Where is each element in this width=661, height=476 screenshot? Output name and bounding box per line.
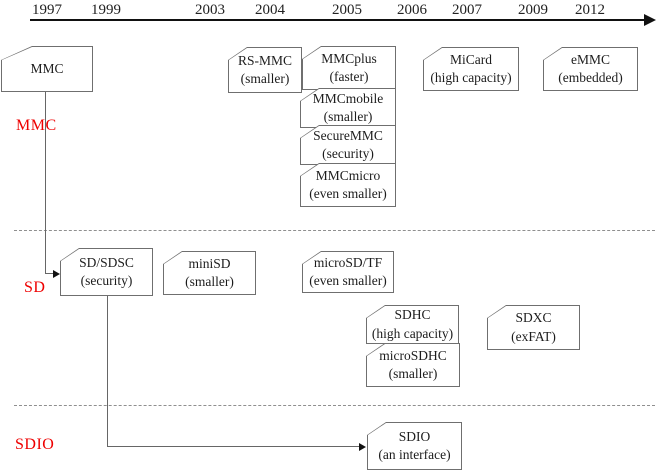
connector-sd-to-sdio-horizontal [107, 446, 360, 447]
node-mmcmobile: MMCmobile (smaller) [300, 88, 396, 128]
year-label-2004: 2004 [255, 2, 285, 18]
node-title: miniSD [188, 255, 231, 271]
node-microsd-tf: microSD/TF (even smaller) [302, 251, 394, 293]
node-title: SDXC [515, 310, 552, 326]
node-mmc: MMC [1, 46, 93, 92]
node-subtitle: (embedded) [558, 70, 623, 85]
section-label-sdio: SDIO [15, 436, 55, 453]
node-title: microSDHC [379, 347, 447, 363]
node-shape-fill [367, 344, 459, 386]
node-title: eMMC [570, 51, 610, 67]
divider-sd-sdio [14, 405, 655, 406]
node-rs-mmc: RS-MMC (smaller) [228, 47, 302, 93]
node-title: SDHC [394, 307, 431, 323]
divider-mmc-sd [14, 230, 655, 231]
node-sdxc: SDXC (exFAT) [487, 305, 580, 350]
section-label-mmc: MMC [16, 117, 57, 134]
node-subtitle: (security) [322, 146, 374, 161]
node-subtitle: (high capacity) [371, 325, 454, 341]
year-label-2007: 2007 [452, 2, 482, 18]
connector-mmc-to-sd-horizontal [45, 273, 55, 274]
node-subtitle: (an interface) [378, 447, 451, 462]
node-title: MMCplus [321, 50, 377, 66]
node-shape-fill [488, 306, 579, 349]
node-shape-fill [368, 423, 461, 469]
year-label-2003: 2003 [195, 2, 225, 18]
node-subtitle: (faster) [329, 69, 369, 84]
node-shape-fill [301, 126, 395, 164]
node-shape-fill [544, 48, 637, 90]
node-shape-fill [301, 164, 395, 206]
node-minisd: miniSD (smaller) [163, 251, 256, 295]
connector-sd-to-sdio-vertical [107, 296, 108, 447]
node-shape-fill [303, 47, 395, 89]
node-shape-fill [61, 249, 152, 295]
node-shape-fill [229, 48, 301, 92]
timeline-arrow-icon [644, 14, 656, 26]
connector-mmc-to-sd-arrow-icon [53, 270, 60, 278]
node-subtitle: (smaller) [185, 274, 234, 289]
node-mmcplus: MMCplus (faster) [302, 46, 396, 90]
node-subtitle: (high capacity) [430, 70, 512, 85]
timeline-axis [30, 19, 646, 21]
node-subtitle: (smaller) [240, 71, 290, 86]
node-title: microSD/TF [313, 254, 383, 270]
node-sdio: SDIO (an interface) [367, 422, 462, 470]
node-title: SD/SDSC [79, 254, 134, 270]
node-emmc: eMMC (embedded) [543, 47, 638, 91]
connector-mmc-to-sd-vertical [45, 92, 46, 274]
node-securemmc: SecureMMC (security) [300, 125, 396, 165]
year-label-2006: 2006 [397, 2, 427, 18]
node-shape-fill [301, 89, 395, 127]
node-micard: MiCard (high capacity) [423, 47, 519, 91]
node-shape-fill [424, 48, 518, 90]
node-shape-fill [303, 252, 393, 292]
connector-sd-to-sdio-arrow-icon [359, 443, 366, 451]
node-microsdhc: microSDHC (smaller) [366, 343, 460, 387]
node-title: MiCard [450, 51, 492, 67]
node-subtitle: (even smaller) [309, 273, 387, 288]
year-label-1997: 1997 [32, 2, 62, 18]
node-subtitle: (exFAT) [511, 328, 556, 344]
node-title: SecureMMC [313, 127, 383, 143]
year-label-2005: 2005 [332, 2, 362, 18]
node-mmcmicro: MMCmicro (even smaller) [300, 163, 396, 207]
node-title: MMC [30, 60, 64, 76]
year-label-2012: 2012 [575, 2, 605, 18]
node-shape-fill [2, 47, 92, 91]
node-sd-sdsc: SD/SDSC (security) [60, 248, 153, 296]
section-label-sd: SD [24, 279, 46, 296]
node-title: SDIO [398, 428, 431, 444]
node-title: MMCmobile [312, 90, 384, 106]
node-sdhc: SDHC (high capacity) [366, 305, 459, 344]
node-title: MMCmicro [315, 167, 381, 183]
node-shape-fill [367, 306, 458, 343]
node-subtitle: (security) [80, 273, 133, 288]
node-subtitle: (smaller) [388, 366, 438, 381]
node-shape-fill [164, 252, 255, 294]
node-subtitle: (smaller) [323, 109, 373, 124]
node-subtitle: (even smaller) [309, 186, 387, 201]
year-label-1999: 1999 [91, 2, 121, 18]
node-title: RS-MMC [237, 52, 293, 68]
year-label-2009: 2009 [518, 2, 548, 18]
